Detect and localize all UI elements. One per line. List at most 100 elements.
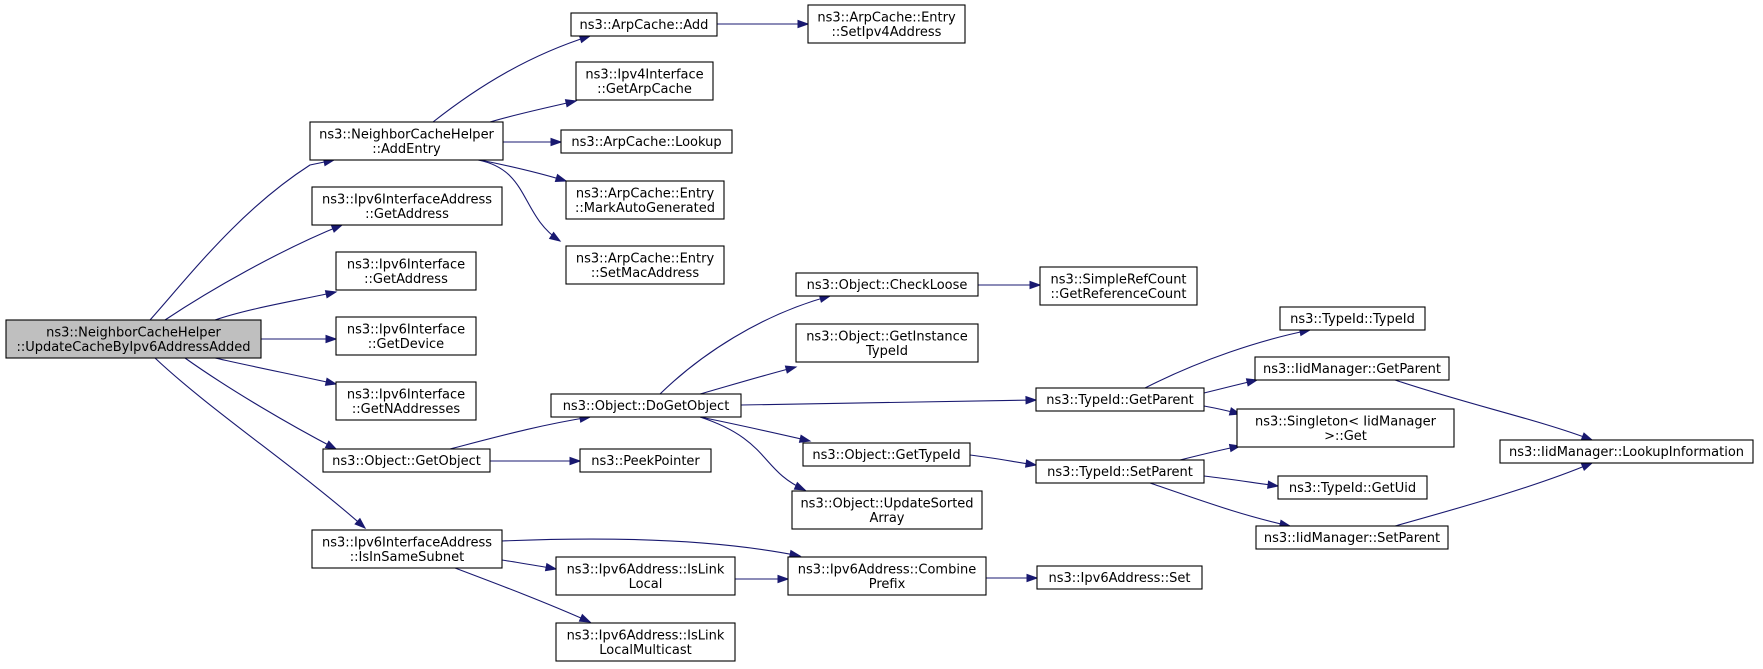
edges-layer <box>149 19 1594 623</box>
node-nch_addentry[interactable]: ns3::NeighborCacheHelper::AddEntry <box>309 121 504 161</box>
node-typeid_setparent[interactable]: ns3::TypeId::SetParent <box>1035 459 1205 484</box>
node-label-line: ns3::Ipv6InterfaceAddress <box>322 535 492 550</box>
node-arpentry_setipv4[interactable]: ns3::ArpCache::Entry::SetIpv4Address <box>807 4 966 44</box>
node-peekpointer[interactable]: ns3::PeekPointer <box>579 448 712 473</box>
edge-typeid_getparent-to-singleton_get <box>1203 405 1242 416</box>
node-typeid_getuid[interactable]: ns3::TypeId::GetUid <box>1277 475 1428 500</box>
edge-line <box>489 100 577 123</box>
node-obj_dogetobject[interactable]: ns3::Object::DoGetObject <box>550 393 742 418</box>
node-label-line: ns3::Object::GetObject <box>332 454 481 469</box>
node-arpentry_markauto[interactable]: ns3::ArpCache::Entry::MarkAutoGenerated <box>565 180 725 220</box>
node-box <box>335 251 477 291</box>
edge-nch_addentry-to-arpentry_markauto <box>479 159 568 183</box>
node-box <box>5 319 262 359</box>
node-label-line: ns3::NeighborCacheHelper <box>46 325 221 340</box>
node-box <box>322 448 491 473</box>
node-ipv6if_getdevice[interactable]: ns3::Ipv6Interface::GetDevice <box>335 316 477 356</box>
node-label-line: ns3::Ipv6Address::Set <box>1049 571 1191 586</box>
edge-line <box>1203 475 1279 487</box>
node-ipv6addr_set[interactable]: ns3::Ipv6Address::Set <box>1036 565 1203 590</box>
edge-typeid_setparent-to-iidmanager_setparent <box>1149 482 1292 528</box>
node-label-line: ns3::SimpleRefCount <box>1050 272 1186 287</box>
edge-line <box>449 416 591 450</box>
edge-line <box>454 567 591 623</box>
node-obj_getobject[interactable]: ns3::Object::GetObject <box>322 448 491 473</box>
edge-line <box>740 399 1037 406</box>
node-box <box>1036 565 1203 590</box>
node-box <box>807 4 966 44</box>
node-box <box>1279 306 1426 331</box>
node-label-line: ns3::TypeId::SetParent <box>1047 465 1193 480</box>
node-singleton_get[interactable]: ns3::Singleton< IidManager>::Get <box>1236 408 1455 448</box>
edge-root-to-ipv6ifaddr_isinsamesubnet <box>154 357 367 529</box>
node-label-line: ::MarkAutoGenerated <box>575 201 715 216</box>
node-box <box>309 121 504 161</box>
node-label-line: ns3::Ipv6Address::Combine <box>798 562 976 577</box>
edge-line <box>214 357 337 385</box>
node-box <box>570 12 718 37</box>
node-ipv6if_getnaddresses[interactable]: ns3::Ipv6Interface::GetNAddresses <box>335 381 477 421</box>
edge-nch_addentry-to-arpcache_add <box>432 35 592 123</box>
node-label-line: Array <box>869 511 904 526</box>
node-label-line: ns3::Object::DoGetObject <box>563 399 730 414</box>
edge-arrowhead <box>550 137 563 147</box>
node-label-line: ::GetAddress <box>364 272 448 287</box>
edge-arrowhead <box>1025 395 1038 405</box>
edge-arrowhead <box>354 517 367 529</box>
edge-line <box>214 291 337 321</box>
node-ipv4if_getarpcache[interactable]: ns3::Ipv4Interface::GetArpCache <box>575 61 714 101</box>
nodes-layer: ns3::NeighborCacheHelper::UpdateCacheByI… <box>5 4 1754 662</box>
node-root[interactable]: ns3::NeighborCacheHelper::UpdateCacheByI… <box>5 319 262 359</box>
node-iidmanager_getparent[interactable]: ns3::IidManager::GetParent <box>1254 356 1450 381</box>
node-label-line: ns3::ArpCache::Entry <box>576 186 715 201</box>
node-box <box>555 556 736 596</box>
node-iidmanager_setparent[interactable]: ns3::IidManager::SetParent <box>1255 525 1449 550</box>
edge-arrowhead <box>325 334 338 344</box>
node-arpcache_add[interactable]: ns3::ArpCache::Add <box>570 12 718 37</box>
edge-arpcache_add-to-arpentry_setipv4 <box>717 19 810 29</box>
node-label-line: ns3::ArpCache::Entry <box>576 251 715 266</box>
node-box <box>311 186 503 226</box>
node-simplerefcount_getrefcount[interactable]: ns3::SimpleRefCount::GetReferenceCount <box>1039 266 1198 306</box>
node-arpentry_setmac[interactable]: ns3::ArpCache::Entry::SetMacAddress <box>565 245 725 285</box>
edge-root-to-ipv6if_getaddress <box>214 290 338 321</box>
node-ipv6ifaddr_isinsamesubnet[interactable]: ns3::Ipv6InterfaceAddress::IsInSameSubne… <box>311 529 503 569</box>
node-box <box>1277 475 1428 500</box>
edge-ipv6ifaddr_isinsamesubnet-to-ipv6addr_islinklocal <box>501 559 558 572</box>
edge-line <box>1144 329 1311 389</box>
node-obj_checkloose[interactable]: ns3::Object::CheckLoose <box>795 272 979 297</box>
node-typeid_typeid[interactable]: ns3::TypeId::TypeId <box>1279 306 1426 331</box>
node-label-line: ns3::IidManager::GetParent <box>1263 362 1441 377</box>
node-typeid_getparent[interactable]: ns3::TypeId::GetParent <box>1035 387 1205 412</box>
node-label-line: ::GetDevice <box>368 337 444 352</box>
edge-line <box>699 416 811 442</box>
edge-nch_addentry-to-ipv4if_getarpcache <box>489 99 578 123</box>
edge-root-to-nch_addentry <box>149 157 336 321</box>
node-label-line: ::GetReferenceCount <box>1051 287 1187 302</box>
node-arpcache_lookup[interactable]: ns3::ArpCache::Lookup <box>560 129 733 154</box>
edge-root-to-obj_getobject <box>184 357 338 450</box>
node-label-line: ::AddEntry <box>372 142 441 157</box>
edge-root-to-ipv6if_getnaddresses <box>214 357 338 386</box>
node-box <box>795 323 979 363</box>
node-ipv6if_getaddress[interactable]: ns3::Ipv6Interface::GetAddress <box>335 251 477 291</box>
node-obj_gettypeid[interactable]: ns3::Object::GetTypeId <box>802 442 971 467</box>
edge-obj_dogetobject-to-obj_gettypeid <box>699 416 812 443</box>
node-box <box>560 129 733 154</box>
edge-line <box>1394 379 1593 441</box>
node-label-line: >::Get <box>1324 429 1367 444</box>
edge-obj_dogetobject-to-obj_getinstancetypeid <box>699 365 798 395</box>
node-iidmanager_lookupinfo[interactable]: ns3::IidManager::LookupInformation <box>1499 439 1754 464</box>
node-label-line: ::SetMacAddress <box>591 266 699 281</box>
edge-arrowhead <box>1580 462 1594 472</box>
edge-line <box>1394 462 1593 527</box>
node-label-line: LocalMulticast <box>599 643 691 658</box>
edge-line <box>479 159 567 182</box>
node-ipv6ifaddr_getaddress[interactable]: ns3::Ipv6InterfaceAddress::GetAddress <box>311 186 503 226</box>
